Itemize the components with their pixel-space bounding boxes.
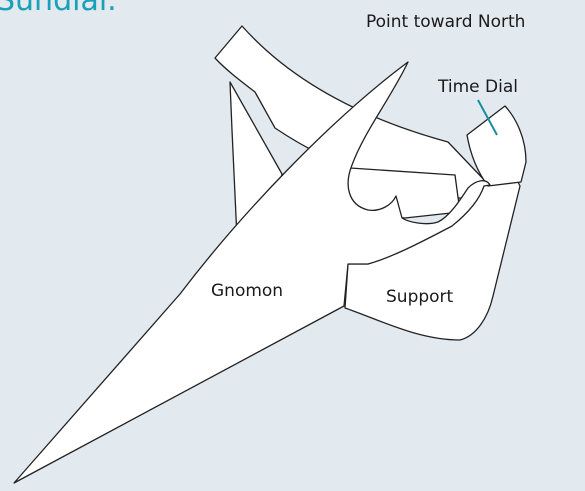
label-time-dial: Time Dial: [437, 77, 518, 97]
label-support: Support: [386, 287, 454, 307]
label-gnomon: Gnomon: [211, 281, 283, 301]
label-north: Point toward North: [366, 12, 525, 32]
